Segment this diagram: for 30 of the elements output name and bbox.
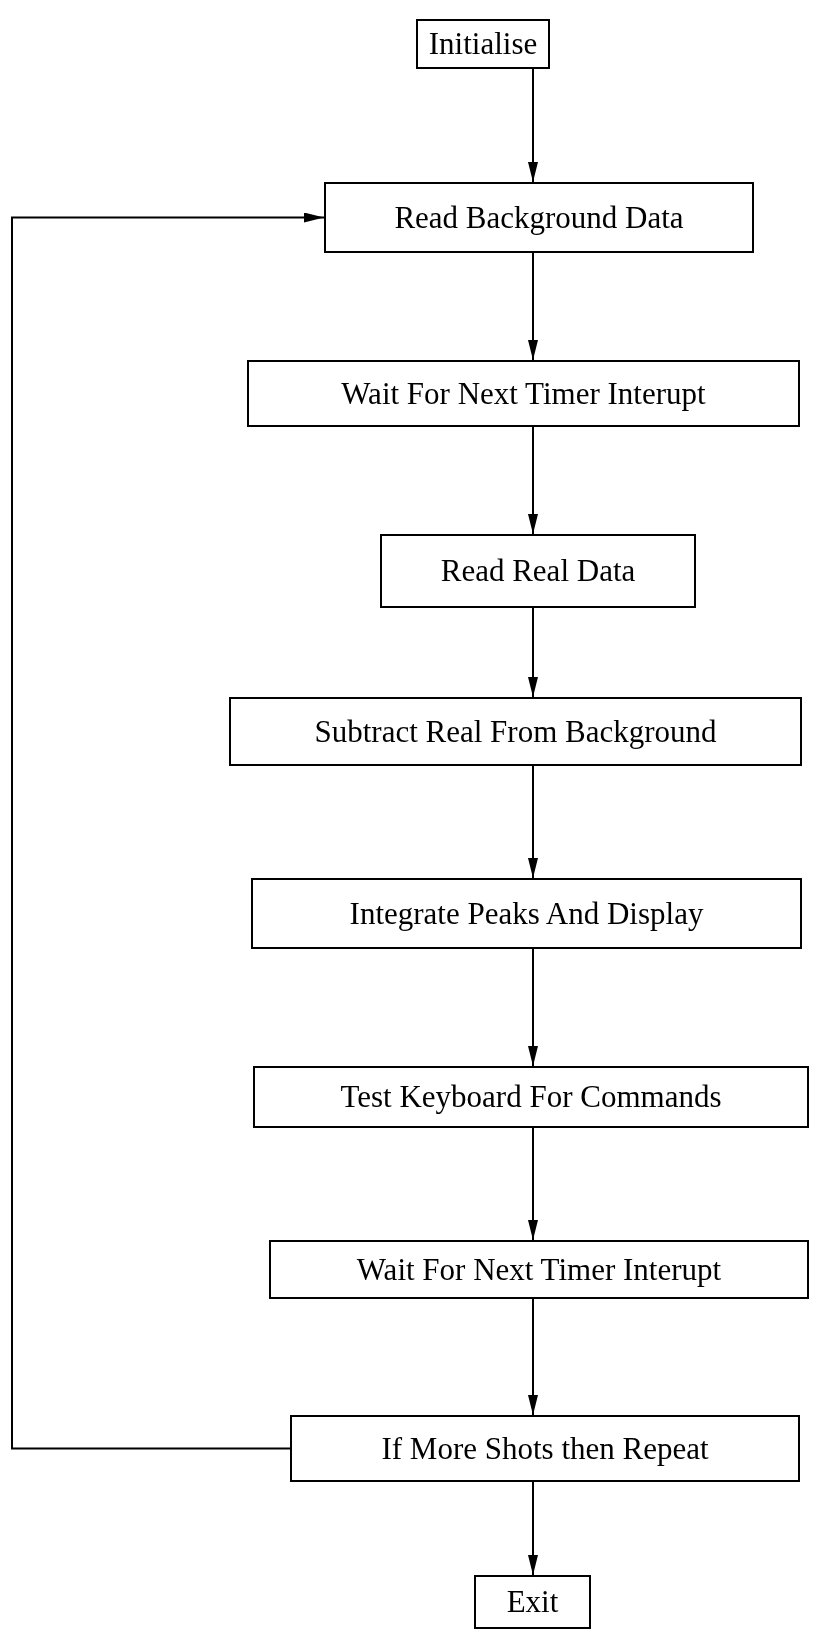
box-label: Subtract Real From Background xyxy=(314,713,717,750)
arrow xyxy=(528,252,538,361)
arrow xyxy=(528,1127,538,1241)
process-box xyxy=(290,1415,800,1482)
process-box xyxy=(251,878,802,949)
box-label: Exit xyxy=(506,1584,559,1620)
arrow xyxy=(528,765,538,879)
box-label: If More Shots then Repeat xyxy=(381,1430,709,1467)
box-label: Integrate Peaks And Display xyxy=(349,895,704,932)
box-label: Test Keyboard For Commands xyxy=(340,1079,722,1115)
arrow xyxy=(528,607,538,698)
box-label: Wait For Next Timer Interupt xyxy=(356,1251,722,1288)
arrow xyxy=(528,948,538,1067)
process-box xyxy=(324,182,754,253)
box-label: Read Background Data xyxy=(394,199,684,236)
arrow xyxy=(528,68,538,183)
process-box xyxy=(474,1575,591,1629)
process-box xyxy=(229,697,802,766)
arrow xyxy=(528,1298,538,1416)
process-box xyxy=(269,1240,809,1299)
process-box xyxy=(247,360,800,427)
arrow xyxy=(528,1481,538,1576)
box-label: Read Real Data xyxy=(440,553,636,589)
box-label: Wait For Next Timer Interupt xyxy=(341,375,706,412)
process-box xyxy=(416,19,550,69)
process-box xyxy=(253,1066,809,1128)
arrow xyxy=(11,212,325,1450)
process-box xyxy=(380,534,696,608)
arrow xyxy=(528,426,538,535)
box-label: Initialise xyxy=(428,26,538,62)
